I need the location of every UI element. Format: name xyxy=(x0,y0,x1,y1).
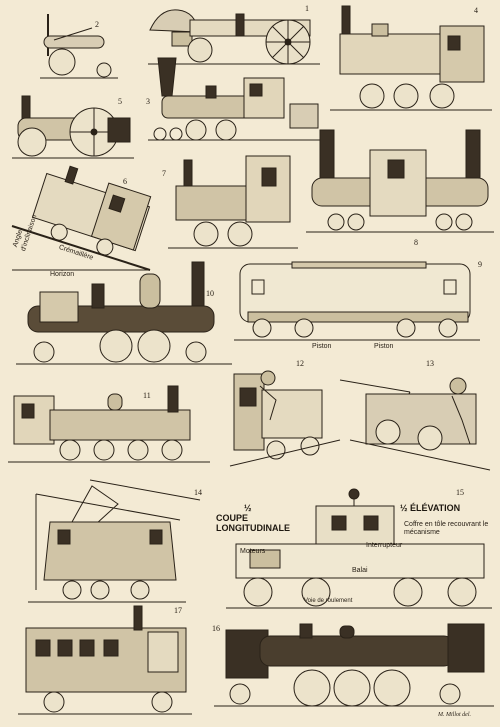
figure-number-15: 15 xyxy=(456,488,464,497)
fig5-traction-engine xyxy=(12,95,134,159)
fig9-electric-locomotive xyxy=(234,261,480,341)
fig8-double-locomotive xyxy=(306,129,494,233)
fig6-horizon-label: Horizon xyxy=(50,271,75,278)
fig7-tank-engine xyxy=(168,155,298,249)
figure-number-5: 5 xyxy=(118,97,122,106)
fig11-tank-locomotive xyxy=(8,385,210,463)
figure-number-4: 4 xyxy=(474,6,478,15)
fig13-trolley-locomotive xyxy=(339,377,491,471)
figure-number-3: 3 xyxy=(146,97,150,106)
fig12-mining-locomotive xyxy=(229,370,341,467)
figure-number-14: 14 xyxy=(194,488,202,497)
fig9-piston-left-label: Piston xyxy=(312,343,332,350)
fig15-section-elevation xyxy=(226,488,492,609)
figure-number-17: 17 xyxy=(174,606,182,615)
fig15-voie-label: Voie de roulement xyxy=(304,598,353,604)
fig15-balai-label: Balai xyxy=(352,567,368,574)
figure-number-16: 16 xyxy=(212,624,220,633)
fig3-american-locomotive xyxy=(148,57,322,141)
figure-number-10: 10 xyxy=(206,289,214,298)
figure-number-6: 6 xyxy=(123,177,127,186)
figure-number-8: 8 xyxy=(414,238,418,247)
fig4-tank-locomotive xyxy=(330,5,492,111)
fig9-piston-right-label: Piston xyxy=(374,343,394,350)
fig10-passenger-locomotive xyxy=(16,261,232,365)
fig6-rack-locomotive xyxy=(11,165,152,271)
fig14-pantograph-locomotive xyxy=(28,479,201,603)
fig16-express-locomotive xyxy=(214,623,494,707)
fig15-interrupteur-label: Interrupteur xyxy=(366,542,403,549)
figure-number-9: 9 xyxy=(478,260,482,269)
figure-number-1: 1 xyxy=(305,4,309,13)
fig17-steam-railcar xyxy=(18,605,192,715)
figure-number-2: 2 xyxy=(95,20,99,29)
figure-number-12: 12 xyxy=(296,359,304,368)
fig15-elevation-heading: ÉLÉVATION xyxy=(410,503,461,513)
fig2-early-locomotive xyxy=(40,14,118,79)
figure-number-7: 7 xyxy=(162,169,166,178)
fig15-coffre-label: Coffre en tôle recouvrant le mécanisme xyxy=(404,521,489,536)
fig1-steam-carriage xyxy=(148,9,320,65)
figure-number-13: 13 xyxy=(426,359,434,368)
fig15-half-right: ½ xyxy=(400,503,408,513)
fig15-moteurs-label: Moteurs xyxy=(240,548,266,555)
fig15-coupe-heading: COUPE LONGITUDINALE xyxy=(216,513,290,533)
figure-number-11: 11 xyxy=(143,391,151,400)
engraver-signature: M. Millot del. xyxy=(438,712,471,718)
fig15-half-left: ½ xyxy=(244,503,252,513)
